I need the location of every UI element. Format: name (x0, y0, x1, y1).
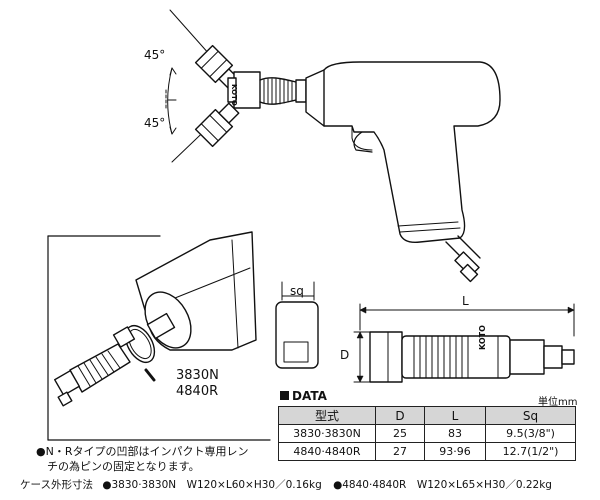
col-d: D (375, 406, 425, 425)
cell-d: 25 (375, 424, 425, 443)
table-row: 3830·3830N 25 83 9.5(3/8") (278, 424, 576, 443)
col-l: L (424, 406, 486, 425)
spec-table: 型式 D L Sq 3830·3830N 25 83 9.5(3/8") 484… (278, 406, 576, 461)
cell-d: 27 (375, 442, 425, 461)
case-item-1: ●3830·3830N W120×L60×H30／0.16kg (102, 479, 322, 491)
adapter-head (227, 71, 307, 109)
case-label: ケース外形寸法 (20, 479, 93, 491)
spec-table-header: 型式 D L Sq (278, 406, 576, 425)
inset-model-label: 3830N 4840R (176, 368, 219, 400)
data-heading-marker (280, 391, 289, 400)
exploded-view (54, 231, 257, 407)
brand-mark-head: KOTO (230, 84, 238, 106)
impact-gun (305, 61, 501, 283)
case-item-2: ●4840·4840R W120×L65×H30／0.22kg (333, 479, 552, 491)
cell-l: 93·96 (424, 442, 486, 461)
adapter-side-view (353, 303, 575, 383)
cell-l: 83 (424, 424, 486, 443)
cell-sq: 9.5(3/8") (485, 424, 576, 443)
note-text: ●N・Rタイプの凹部はインパクト専用レン チの為ピンの固定となります。 (36, 444, 276, 474)
cell-model: 4840·4840R (278, 442, 376, 461)
dimension-l-label: L (462, 294, 469, 308)
socket-sq-label: sq (290, 284, 304, 298)
inset-model-line2: 4840R (176, 384, 219, 399)
dimension-d-label: D (340, 348, 350, 362)
col-sq: Sq (485, 406, 576, 425)
case-dimensions: ケース外形寸法 ●3830·3830N W120×L60×H30／0.16kg … (20, 477, 552, 492)
unit-label: 単位mm (538, 397, 578, 408)
brand-mark-side: KOTO (478, 325, 487, 350)
cell-sq: 12.7(1/2") (485, 442, 576, 461)
angle-label-upper: 45° (144, 48, 166, 62)
cell-model: 3830·3830N (278, 424, 376, 443)
angle-label-lower: 45° (144, 116, 166, 130)
data-heading: DATA (280, 389, 327, 403)
col-model: 型式 (278, 406, 376, 425)
table-row: 4840·4840R 27 93·96 12.7(1/2") (278, 442, 576, 461)
inset-model-line1: 3830N (176, 368, 219, 383)
note-line1: ●N・Rタイプの凹部はインパクト専用レン (36, 445, 249, 458)
note-line2: チの為ピンの固定となります。 (47, 460, 200, 473)
socket-end-view (275, 281, 319, 369)
inset-frame (47, 235, 271, 441)
